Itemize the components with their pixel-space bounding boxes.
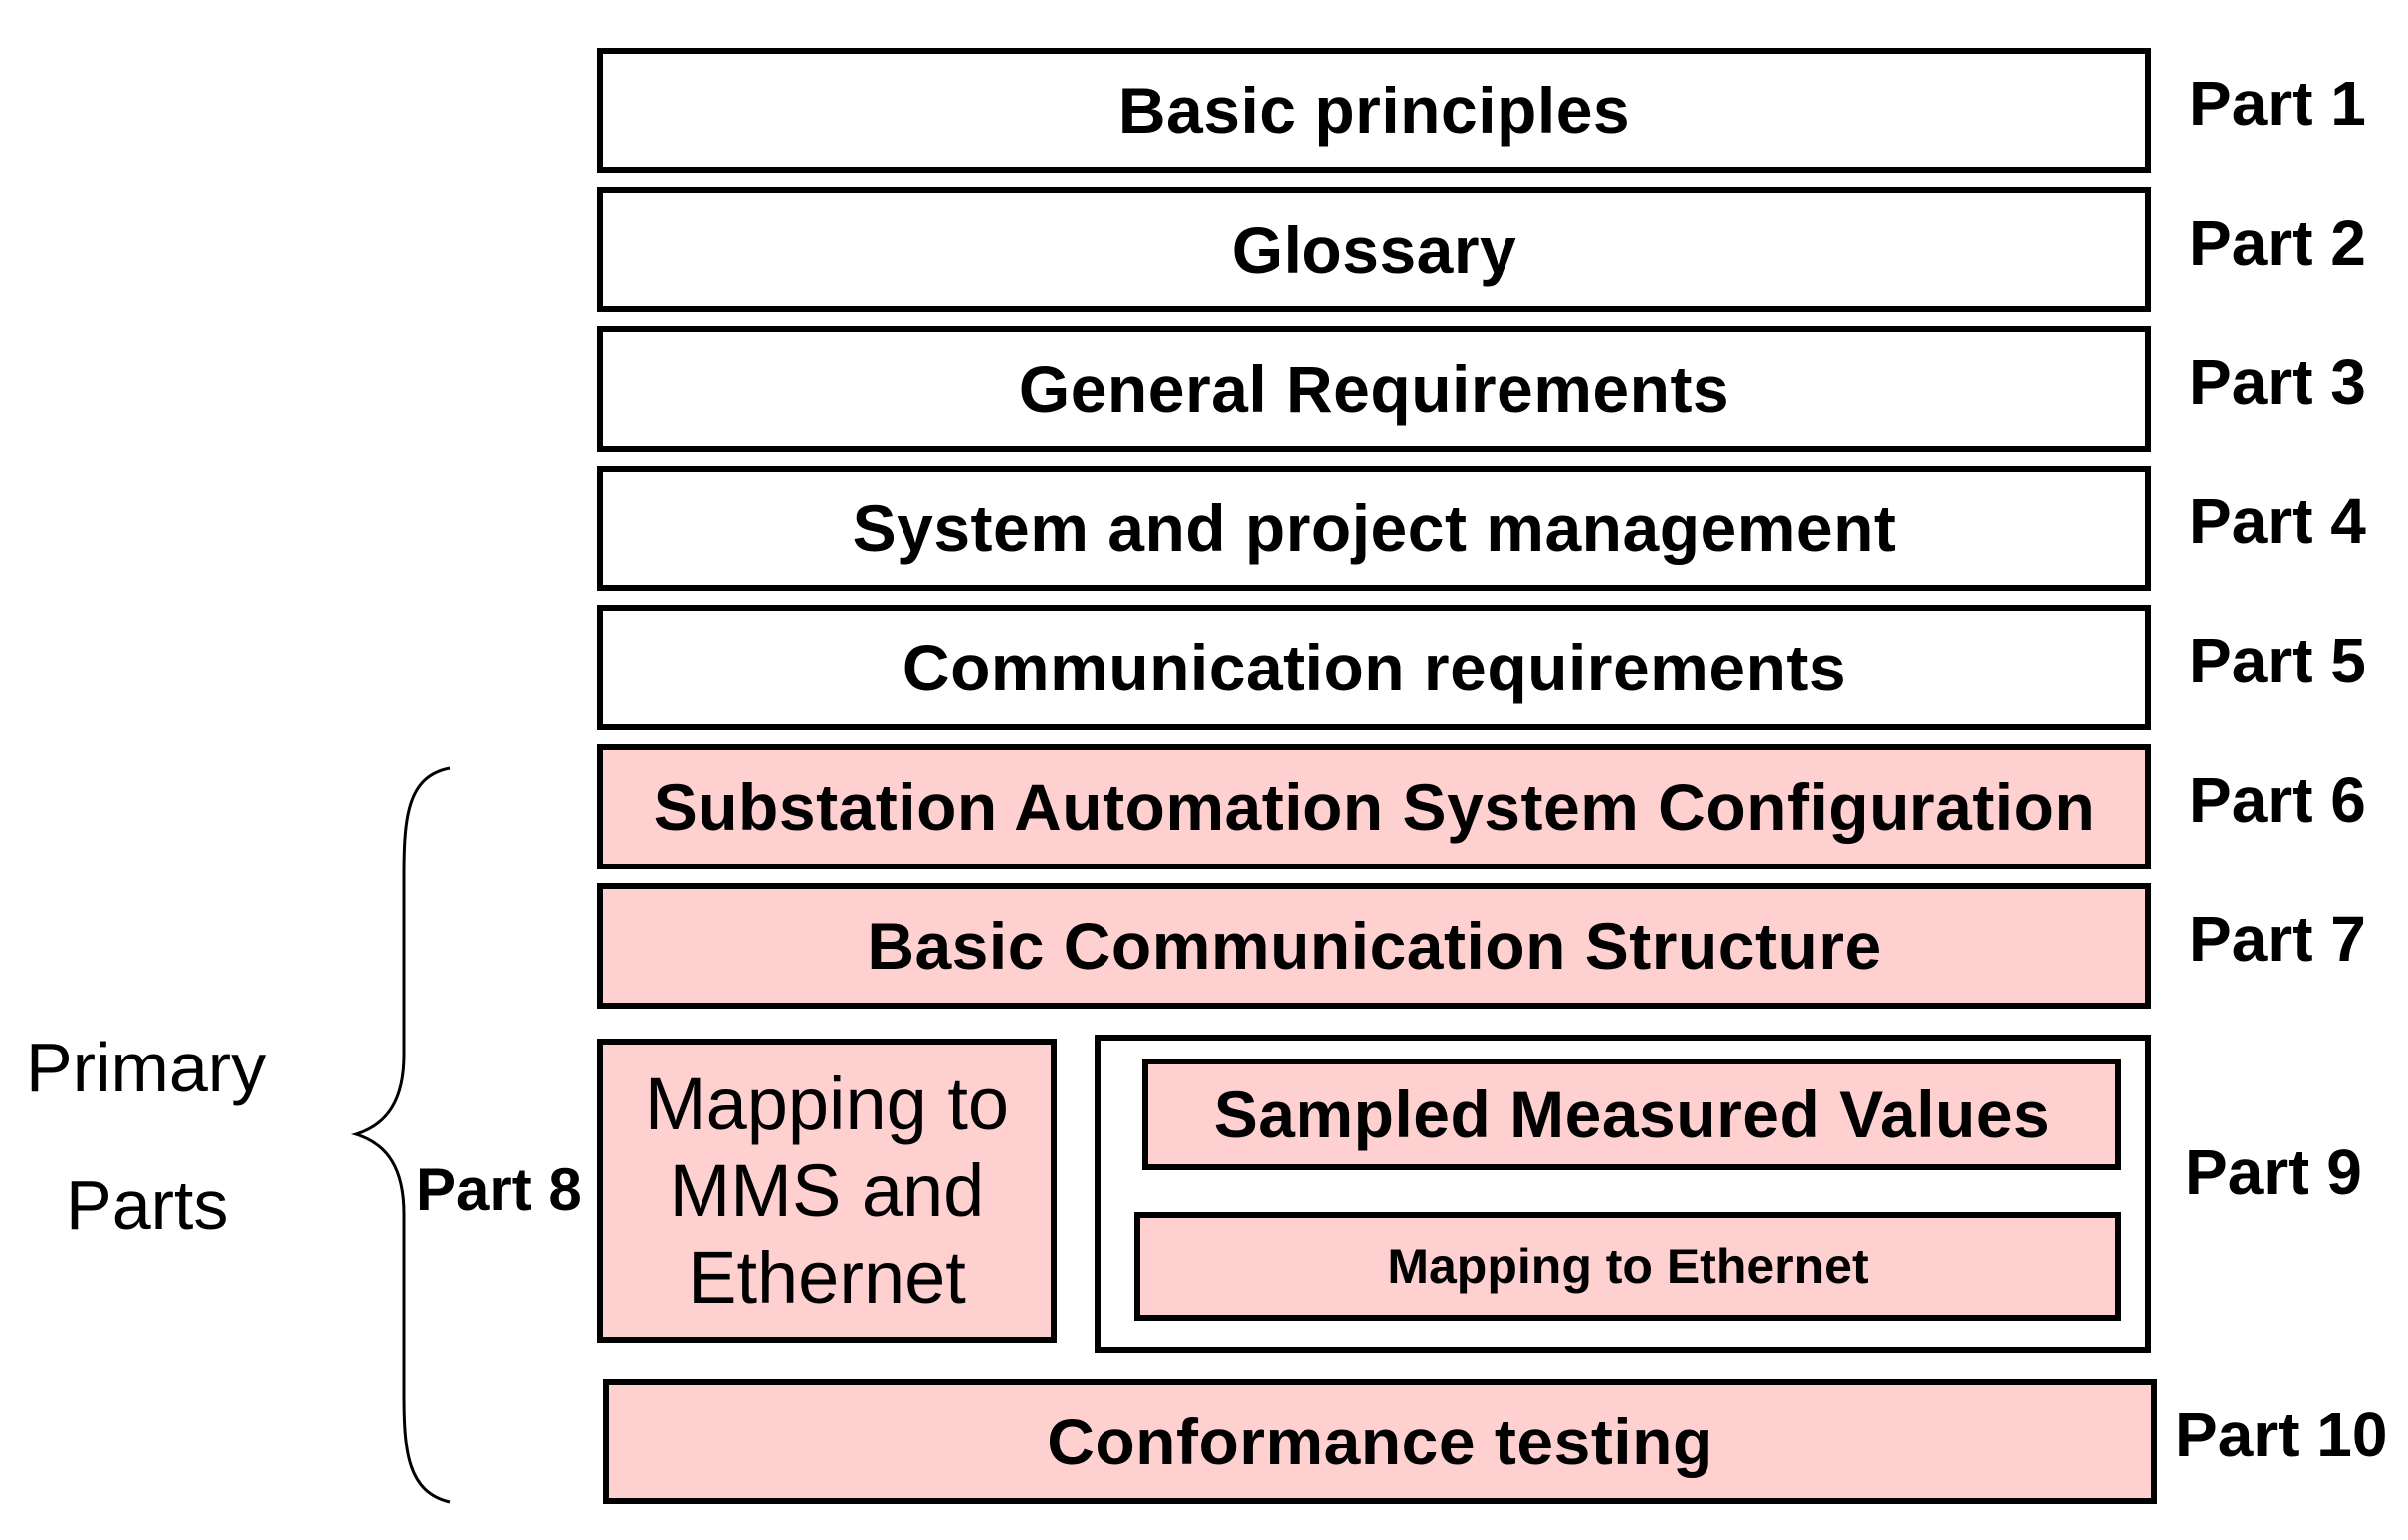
box-label: Conformance testing — [1047, 1405, 1713, 1478]
box-label: Glossary — [1231, 213, 1517, 287]
part-label-10: Part 10 — [2175, 1399, 2388, 1470]
part-label-3: Part 3 — [2189, 346, 2366, 418]
box-label: Sampled Measured Values — [1213, 1077, 2051, 1151]
box-label: Basic Communication Structure — [867, 909, 1882, 983]
box-system-project-management: System and project management — [597, 466, 2151, 591]
primary-parts-label-line2: Parts — [66, 1166, 229, 1244]
part-label-8: Part 8 — [416, 1156, 582, 1223]
part-label-4: Part 4 — [2189, 485, 2366, 557]
box-label: General Requirements — [1018, 352, 1730, 426]
box-label: Communication requirements — [902, 631, 1847, 704]
box-mapping-to-ethernet: Mapping to Ethernet — [1134, 1212, 2121, 1321]
box-label: Substation Automation System Configurati… — [653, 770, 2096, 844]
box-glossary: Glossary — [597, 187, 2151, 312]
part-label-2: Part 2 — [2189, 207, 2366, 279]
curly-brace-icon — [350, 766, 451, 1504]
box-label: Mapping to MMS and Ethernet — [644, 1062, 1010, 1319]
box-basic-principles: Basic principles — [597, 48, 2151, 173]
box-label: Basic principles — [1117, 74, 1631, 147]
primary-parts-label-line1: Primary — [26, 1029, 267, 1106]
box-basic-communication-structure: Basic Communication Structure — [597, 883, 2151, 1009]
part-label-7: Part 7 — [2189, 903, 2366, 975]
box-mapping-mms-ethernet: Mapping to MMS and Ethernet — [597, 1039, 1057, 1343]
box-substation-automation-config: Substation Automation System Configurati… — [597, 744, 2151, 869]
box-communication-requirements: Communication requirements — [597, 605, 2151, 730]
box-general-requirements: General Requirements — [597, 326, 2151, 452]
part-label-9: Part 9 — [2185, 1136, 2362, 1208]
box-sampled-measured-values: Sampled Measured Values — [1142, 1059, 2121, 1170]
box-label: System and project management — [852, 491, 1897, 565]
part-label-1: Part 1 — [2189, 68, 2366, 139]
box-conformance-testing: Conformance testing — [603, 1379, 2157, 1504]
box-label: Mapping to Ethernet — [1387, 1239, 1869, 1294]
part-label-6: Part 6 — [2189, 764, 2366, 836]
part-label-5: Part 5 — [2189, 625, 2366, 696]
